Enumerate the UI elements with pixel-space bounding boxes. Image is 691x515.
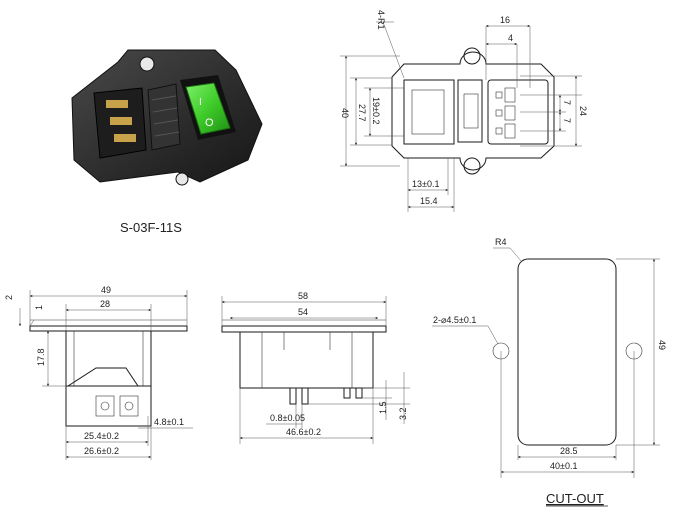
dim-front-1: 1 (34, 305, 44, 310)
switch-off-mark: O (205, 117, 214, 129)
dim-side-58: 58 (298, 291, 308, 301)
dim-side-1-5: 1.5 (378, 401, 388, 414)
dim-right-7a: 7 (562, 100, 572, 105)
model-label: S-03F-11S (120, 220, 182, 235)
cutout-radius-label: R4 (495, 237, 507, 247)
corner-radius-label: 4-R1 (376, 10, 386, 30)
dim-right-24: 24 (578, 106, 588, 116)
dim-top-16: 16 (500, 15, 510, 25)
pin-top (106, 100, 128, 108)
top-view (391, 47, 555, 175)
dim-front-4-8: 4.8±0.1 (154, 417, 184, 427)
cutout-view (492, 258, 643, 446)
dim-side-0-8: 0.8±0.05 (270, 413, 305, 423)
cutout-dim-40: 40±0.1 (550, 461, 577, 471)
dim-left-40: 40 (340, 108, 350, 118)
dim-front-2: 2 (4, 295, 14, 300)
pin-middle (110, 117, 132, 125)
cutout-dimensions: R4 2-⌀4.5±0.1 49 28.5 40±0.1 (432, 237, 667, 478)
dim-front-49: 49 (101, 285, 111, 295)
pin-bottom (114, 134, 136, 142)
switch-on-mark: I (199, 97, 202, 108)
front-view (29, 319, 188, 427)
cutout-title: CUT-OUT (546, 491, 604, 506)
fuse-holder (147, 83, 181, 151)
dim-bottom-15-4: 15.4 (420, 196, 438, 206)
dim-left-27-7: 27.7 (357, 104, 367, 122)
front-view-dimensions: 49 28 2 1 17.8 25.4±0.2 26.6±0.2 4.8±0.1 (4, 285, 193, 460)
rocker-switch (185, 82, 231, 135)
top-view-dimensions: 4-R1 16 4 40 27.7 19±0.2 24 7 7 13±0.1 1 (340, 10, 588, 212)
dim-front-28: 28 (100, 299, 110, 309)
dim-front-25-4: 25.4±0.2 (84, 431, 119, 441)
dim-left-19: 19±0.2 (371, 97, 381, 124)
side-view-dimensions: 58 54 46.6±0.2 0.8±0.05 1.5 3.2 (221, 291, 410, 444)
dim-top-4: 4 (508, 33, 513, 43)
mount-hole-top (139, 56, 155, 72)
dim-side-3-2: 3.2 (398, 407, 408, 420)
cutout-dim-28-5: 28.5 (560, 446, 578, 456)
dim-side-54: 54 (298, 307, 308, 317)
dim-side-46-6: 46.6±0.2 (286, 427, 321, 437)
dim-front-26-6: 26.6±0.2 (84, 446, 119, 456)
mount-hole-bottom (175, 172, 189, 186)
product-photo: I O (71, 49, 263, 186)
dim-bottom-13: 13±0.1 (412, 179, 439, 189)
dim-front-17-8: 17.8 (36, 348, 46, 366)
dim-right-7b: 7 (562, 118, 572, 123)
side-view (221, 319, 387, 405)
cutout-holes-label: 2-⌀4.5±0.1 (433, 315, 476, 325)
cutout-dim-49: 49 (657, 340, 667, 350)
